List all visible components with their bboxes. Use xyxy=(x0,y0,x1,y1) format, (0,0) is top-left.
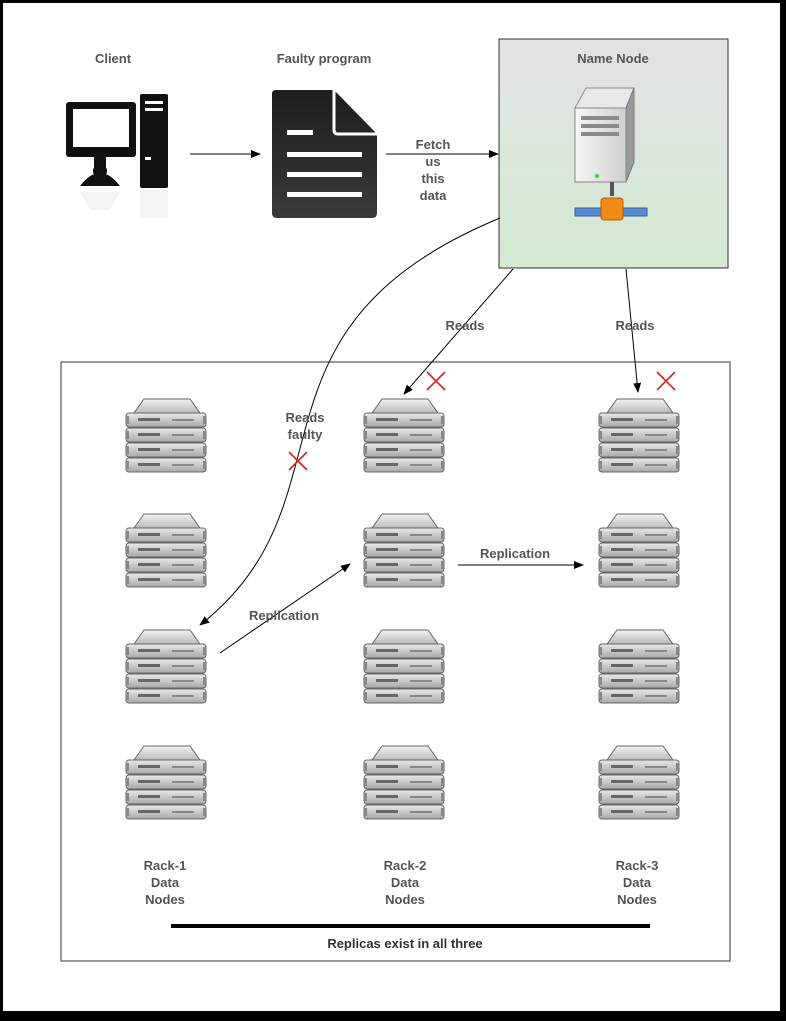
footer-label: Replicas exist in all three xyxy=(327,936,483,951)
data-nodes-container xyxy=(60,361,731,962)
rack-server-icon xyxy=(363,745,445,820)
desktop-computer-icon xyxy=(66,94,168,218)
rack-server-icon xyxy=(125,398,207,473)
rack2-label: Rack-2 Data Nodes xyxy=(383,858,427,907)
document-icon xyxy=(272,90,377,218)
rack1-label: Rack-1 Data Nodes xyxy=(143,858,187,907)
reads-label-left: Reads xyxy=(445,318,485,333)
fetch-label: Fetch us this data xyxy=(415,137,451,203)
rack-server-icon xyxy=(598,398,680,473)
faulty-program-label: Faulty program xyxy=(276,51,372,66)
client-label: Client xyxy=(94,51,132,66)
arrow-replication-rack1-to-rack2 xyxy=(219,563,351,654)
arrow-reads-faulty-rack1 xyxy=(199,217,501,626)
rack-server-icon xyxy=(363,629,445,704)
footer-bar xyxy=(171,924,650,928)
arrow-reads-rack2 xyxy=(403,268,514,395)
rack-server-icon xyxy=(125,629,207,704)
rack-server-icon xyxy=(598,629,680,704)
arrow-reads-rack3 xyxy=(625,268,642,393)
rack-server-icon xyxy=(125,513,207,588)
server-tower-network-icon xyxy=(574,87,648,221)
replication-label-2: Replication xyxy=(479,546,551,561)
replication-label-1: Replication xyxy=(248,608,320,623)
rack-server-icon xyxy=(363,398,445,473)
rack-server-icon xyxy=(598,745,680,820)
rack-server-icon xyxy=(363,513,445,588)
rack-server-icon xyxy=(125,745,207,820)
reads-label-right: Reads xyxy=(615,318,655,333)
rack-server-icon xyxy=(598,513,680,588)
name-node-label: Name Node xyxy=(577,51,649,66)
rack3-label: Rack-3 Data Nodes xyxy=(615,858,659,907)
reads-faulty-label: Reads faulty xyxy=(285,410,325,442)
